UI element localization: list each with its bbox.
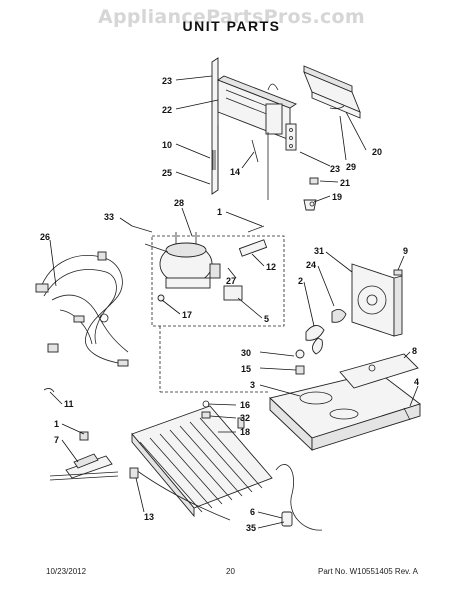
callout-label: 32	[240, 413, 250, 423]
callout-label: 20	[372, 147, 382, 157]
condenser-bracket-assembly	[211, 57, 297, 200]
callout-label: 12	[266, 262, 276, 272]
callout-label: 30	[241, 348, 251, 358]
wiring-harness	[35, 251, 129, 367]
callout-label: 29	[346, 162, 356, 172]
callout-label: 17	[182, 310, 192, 320]
misc-small-parts	[43, 388, 323, 531]
callout-label: 13	[144, 512, 154, 522]
leader-lines	[49, 75, 419, 529]
callout-labels: 23 22 10 14 25 20 29 23 21 19 33 28 1 26…	[40, 76, 419, 533]
callout-label: 25	[162, 168, 172, 178]
callout-label: 1	[54, 419, 59, 429]
callout-label: 15	[241, 364, 251, 374]
callout-label: 23	[330, 164, 340, 174]
base-pan	[269, 349, 421, 452]
footer-date: 10/23/2012	[46, 567, 87, 576]
shroud-part	[303, 65, 361, 119]
callout-label: 7	[54, 435, 59, 445]
callout-label: 6	[250, 507, 255, 517]
fan-motor-assembly	[305, 263, 403, 355]
callout-label: 5	[264, 314, 269, 324]
callout-label: 16	[240, 400, 250, 410]
watermark: AppliancePartsPros.com	[97, 6, 365, 28]
callout-label: 10	[162, 140, 172, 150]
callout-label: 9	[403, 246, 408, 256]
footer-page-number: 20	[226, 567, 235, 576]
callout-label: 33	[104, 212, 114, 222]
callout-label: 4	[414, 377, 419, 387]
compressor-assembly	[131, 225, 285, 393]
callout-label: 21	[340, 178, 350, 188]
callout-label: 11	[64, 399, 74, 409]
callout-label: 14	[230, 167, 240, 177]
callout-label: 24	[306, 260, 316, 270]
callout-label: 1	[217, 207, 222, 217]
footer-part-number: Part No. W10551405 Rev. A	[318, 567, 418, 576]
callout-label: 19	[332, 192, 342, 202]
small-fastener-parts	[303, 177, 319, 211]
callout-label: 3	[250, 380, 255, 390]
callout-label: 26	[40, 232, 50, 242]
callout-label: 8	[412, 346, 417, 356]
callout-label: 18	[240, 427, 250, 437]
callout-label: 28	[174, 198, 184, 208]
page-title: UNIT PARTS	[182, 18, 281, 34]
callout-label: 23	[162, 76, 172, 86]
callout-label: 31	[314, 246, 324, 256]
callout-label: 35	[246, 523, 256, 533]
condenser-coil	[129, 405, 273, 521]
callout-label: 2	[298, 276, 303, 286]
callout-label: 27	[226, 276, 236, 286]
callout-label: 22	[162, 105, 172, 115]
